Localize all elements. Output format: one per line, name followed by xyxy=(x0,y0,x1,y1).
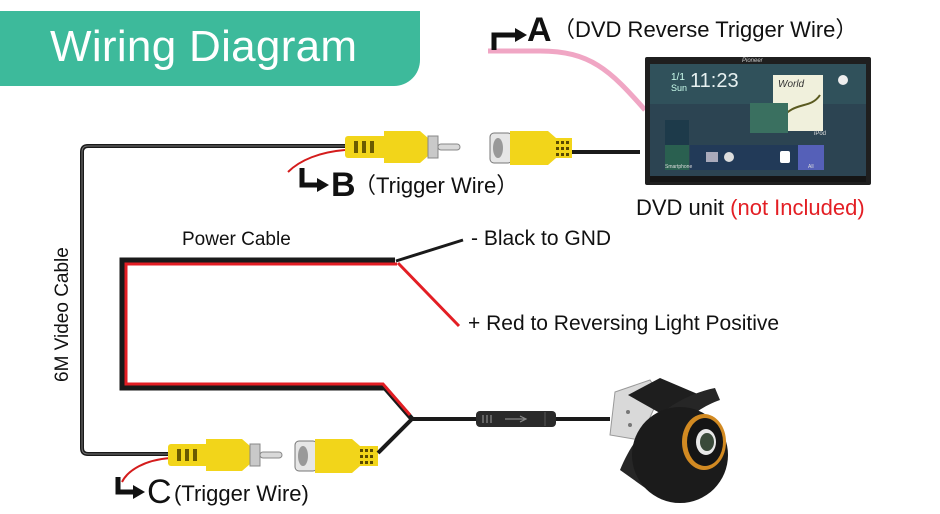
dvd-unit-label: DVD unit (not Included) xyxy=(636,195,865,221)
screen-date: 1/1 xyxy=(671,72,685,83)
screen-all-label: All xyxy=(808,164,814,170)
rca-male-connector-b xyxy=(345,131,461,163)
camera-video-branch xyxy=(376,417,414,455)
black-gnd-label: - Black to GND xyxy=(471,227,612,250)
arrow-a-icon xyxy=(491,32,516,50)
rca-female-connector-b xyxy=(489,131,572,165)
power-cable-label: Power Cable xyxy=(182,229,291,250)
label-b-letter: B xyxy=(331,166,356,204)
arrow-c-icon xyxy=(115,477,134,495)
rca-female-connector-c xyxy=(294,439,378,473)
dvd-trigger-wire-a xyxy=(488,48,647,112)
arrow-a-head-icon xyxy=(515,28,527,42)
black-gnd-branch xyxy=(395,238,464,263)
dvd-head-unit xyxy=(645,57,871,185)
video-cable-label: 6M Video Cable xyxy=(52,247,73,382)
trigger-wire-b xyxy=(287,149,346,173)
rear-camera xyxy=(609,378,728,503)
screen-time: 11:23 xyxy=(690,70,739,92)
screen-album-title: World xyxy=(778,79,805,90)
diagram-title: Wiring Diagram xyxy=(50,22,358,71)
label-b-description: （Trigger Wire） xyxy=(354,173,519,198)
title-banner xyxy=(0,11,420,86)
label-a-letter: A xyxy=(527,11,552,49)
red-positive-label: + Red to Reversing Light Positive xyxy=(468,312,780,335)
power-cable-black xyxy=(119,257,414,421)
label-c-description: (Trigger Wire) xyxy=(174,481,309,506)
label-a-description: （DVD Reverse Trigger Wire） xyxy=(553,17,858,42)
rca-male-connector-c xyxy=(168,439,283,471)
trigger-wire-c xyxy=(121,457,171,483)
red-positive-branch xyxy=(396,261,461,328)
screen-source: iPod xyxy=(814,131,827,137)
power-cable-red xyxy=(124,262,412,416)
label-c-letter: C xyxy=(147,473,172,511)
dvd-unit-text: DVD unit xyxy=(636,195,731,220)
head-unit-brand: Pioneer xyxy=(742,58,763,64)
arrow-b-head-icon xyxy=(317,178,329,192)
arrow-c-head-icon xyxy=(133,485,145,499)
inline-connector xyxy=(476,411,556,427)
screen-day: Sun xyxy=(671,83,688,93)
arrow-b-icon xyxy=(299,168,318,188)
screen-dock-label: Smartphone xyxy=(665,164,693,170)
not-included-note: (not Included) xyxy=(730,195,865,220)
